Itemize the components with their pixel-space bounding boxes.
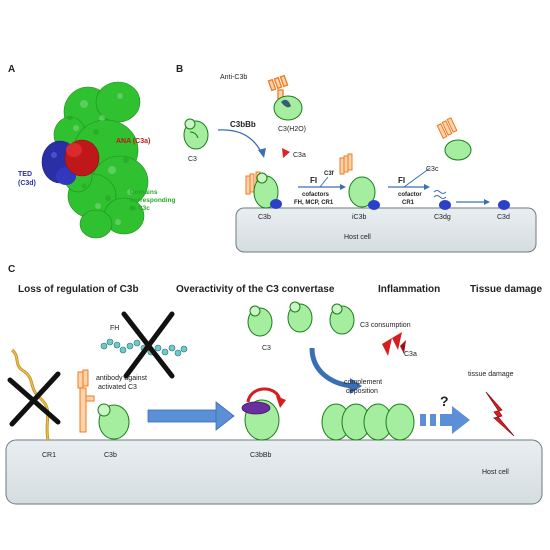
heading-loss-of-regulation: Loss of regulation of C3b bbox=[18, 284, 139, 295]
c3c-label-1: Domains bbox=[130, 189, 158, 196]
ic3b-label: iC3b bbox=[352, 214, 367, 221]
c3-label-b: C3 bbox=[188, 156, 197, 163]
c3h2o-molecule bbox=[273, 95, 303, 121]
c3a-label-b: C3a bbox=[293, 152, 306, 159]
host-cell-membrane-c bbox=[5, 439, 543, 505]
c3dg-label: C3dg bbox=[434, 214, 451, 221]
c3h2o-label: C3(H2O) bbox=[278, 126, 306, 133]
c3bbb-label-c: C3bBb bbox=[250, 452, 272, 459]
anti-c3b-label: Anti-C3b bbox=[220, 74, 247, 81]
panel-c-letter: C bbox=[8, 264, 15, 275]
antibody-label-2: activated C3 bbox=[98, 384, 137, 391]
panel-b: B Host cell Anti-C3b C3(H2O) C3 C3bBb bbox=[176, 64, 537, 253]
c3-consumption-label: C3 consumption bbox=[360, 322, 411, 329]
cofactors-list: FH, MCP, CR1 bbox=[294, 200, 334, 206]
c3b-antibody-complex-c bbox=[77, 369, 95, 433]
fi-label-2: FI bbox=[398, 176, 405, 185]
heading-tissue-damage: Tissue damage bbox=[470, 284, 543, 295]
deposition-curved-arrow bbox=[309, 347, 353, 389]
c3a-fragment-b bbox=[282, 148, 290, 158]
panel-a-letter: A bbox=[8, 64, 15, 75]
c3c-label: C3c bbox=[426, 166, 439, 173]
ic3b-molecule bbox=[339, 153, 380, 210]
heading-inflammation: Inflammation bbox=[378, 284, 440, 295]
c3a-fragments-c bbox=[382, 332, 406, 356]
c3bbb-arrow-head bbox=[258, 148, 266, 158]
c3d-molecule bbox=[498, 200, 510, 210]
c3-molecule-c-3 bbox=[329, 303, 355, 335]
c3b-label-c: C3b bbox=[104, 452, 117, 459]
complement-label-1: complement bbox=[344, 379, 382, 386]
c3b-molecule-b bbox=[245, 171, 282, 209]
fi-arrow-2-head bbox=[424, 184, 430, 190]
c3bbb-label-b: C3bBb bbox=[230, 120, 256, 129]
progression-arrow-1 bbox=[147, 401, 235, 431]
c3c-release-arrow bbox=[403, 167, 431, 188]
c3dg-molecule bbox=[433, 190, 451, 210]
c3bbb-arrow bbox=[217, 129, 263, 155]
fi-label-1: FI bbox=[310, 176, 317, 185]
c3a-label-c: C3a bbox=[404, 351, 417, 358]
cr1-label-b: CR1 bbox=[402, 200, 415, 206]
host-cell-label-c: Host cell bbox=[482, 469, 509, 476]
c3c-molecule bbox=[436, 117, 472, 161]
c3c-label-2: corresponding bbox=[130, 197, 176, 204]
c3d-label: C3d bbox=[497, 214, 510, 221]
complement-label-2: deposition bbox=[346, 388, 378, 395]
ana-label: ANA (C3a) bbox=[116, 138, 150, 145]
c3b-label-b: C3b bbox=[258, 214, 271, 221]
c3-molecule-c-1 bbox=[247, 305, 273, 337]
panel-b-letter: B bbox=[176, 64, 183, 75]
host-cell-membrane-b bbox=[235, 207, 537, 253]
cr1-label-c: CR1 bbox=[42, 452, 56, 459]
heading-overactivity: Overactivity of the C3 convertase bbox=[176, 284, 335, 295]
ana-domain bbox=[64, 139, 100, 177]
c3dg-arrow-head bbox=[484, 199, 490, 205]
c3b-molecule-c bbox=[97, 403, 130, 440]
ted-label-1: TED bbox=[18, 171, 32, 178]
deposition-curved-arrow-head bbox=[350, 378, 362, 394]
host-cell-label-b: Host cell bbox=[344, 234, 371, 241]
tissue-damage-label: tissue damage bbox=[468, 371, 514, 378]
panel-a: A bbox=[8, 64, 176, 239]
antibody-label-1: antibody against bbox=[96, 375, 147, 382]
c3-protein-structure bbox=[41, 81, 149, 239]
panel-c: C Loss of regulation of C3b Overactivity… bbox=[5, 264, 543, 505]
ted-label-2: (C3d) bbox=[18, 180, 36, 187]
uncertain-progression-arrow bbox=[420, 406, 470, 434]
cofactors-label-1: cofactors bbox=[302, 192, 330, 198]
c3-molecule-c-2 bbox=[287, 301, 313, 333]
c3bbb-convertase bbox=[241, 387, 286, 441]
fi-arrow-1-head bbox=[340, 184, 346, 190]
c3-label-c: C3 bbox=[262, 345, 271, 352]
question-mark: ? bbox=[440, 393, 449, 409]
c3f-arrow bbox=[319, 176, 329, 188]
c3f-label: C3f bbox=[324, 171, 335, 177]
cofactor-label-2: cofactor bbox=[398, 192, 422, 198]
cr1-blocked-x-icon bbox=[7, 371, 61, 427]
c3c-label-3: to C3c bbox=[130, 205, 150, 212]
tissue-damage-lightning-icon bbox=[485, 391, 515, 437]
complement-deposition-cluster bbox=[321, 403, 415, 441]
c3-molecule-b bbox=[183, 118, 209, 150]
fh-label: FH bbox=[110, 325, 119, 332]
fh-blocked-x-icon bbox=[121, 311, 175, 379]
